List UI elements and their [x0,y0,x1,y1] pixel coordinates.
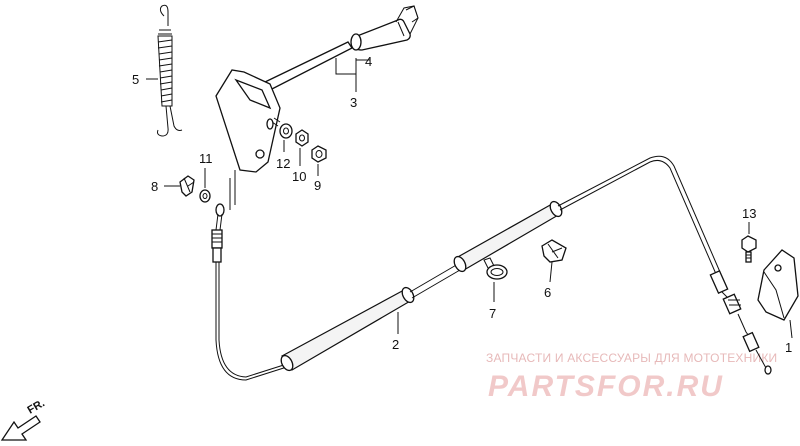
callout-7: 7 [489,306,496,321]
return-spring [157,4,183,137]
front-direction-label: FR. [26,397,47,416]
cable-band [483,257,508,280]
callout-10: 10 [292,169,306,184]
bolt [741,235,757,263]
callout-9: 9 [314,178,321,193]
callout-11: 11 [199,151,213,166]
callout-13: 13 [742,206,756,221]
nut-large [311,145,327,163]
cable-clip [179,175,195,197]
lever-bracket [215,69,281,173]
callout-1: 1 [785,340,792,355]
throttle-cable [211,155,772,381]
watermark-tagline: ЗАПЧАСТИ И АКСЕССУАРЫ ДЛЯ МОТОТЕХНИКИ [486,351,777,365]
callout-6: 6 [544,285,551,300]
callout-8: 8 [151,179,158,194]
nut-small [295,129,309,147]
cable-washer [199,189,211,203]
washer [279,123,293,139]
watermark-brand: PARTSFOR.RU [488,370,724,403]
callout-3: 3 [350,95,357,110]
callout-2: 2 [392,337,399,352]
callout-12: 12 [276,156,290,171]
callout-5: 5 [132,72,139,87]
callout-4: 4 [365,54,372,69]
handle-grip [350,5,419,51]
cable-bracket [757,249,799,321]
front-direction-arrow-icon [0,415,41,441]
cable-clamp [541,239,567,263]
